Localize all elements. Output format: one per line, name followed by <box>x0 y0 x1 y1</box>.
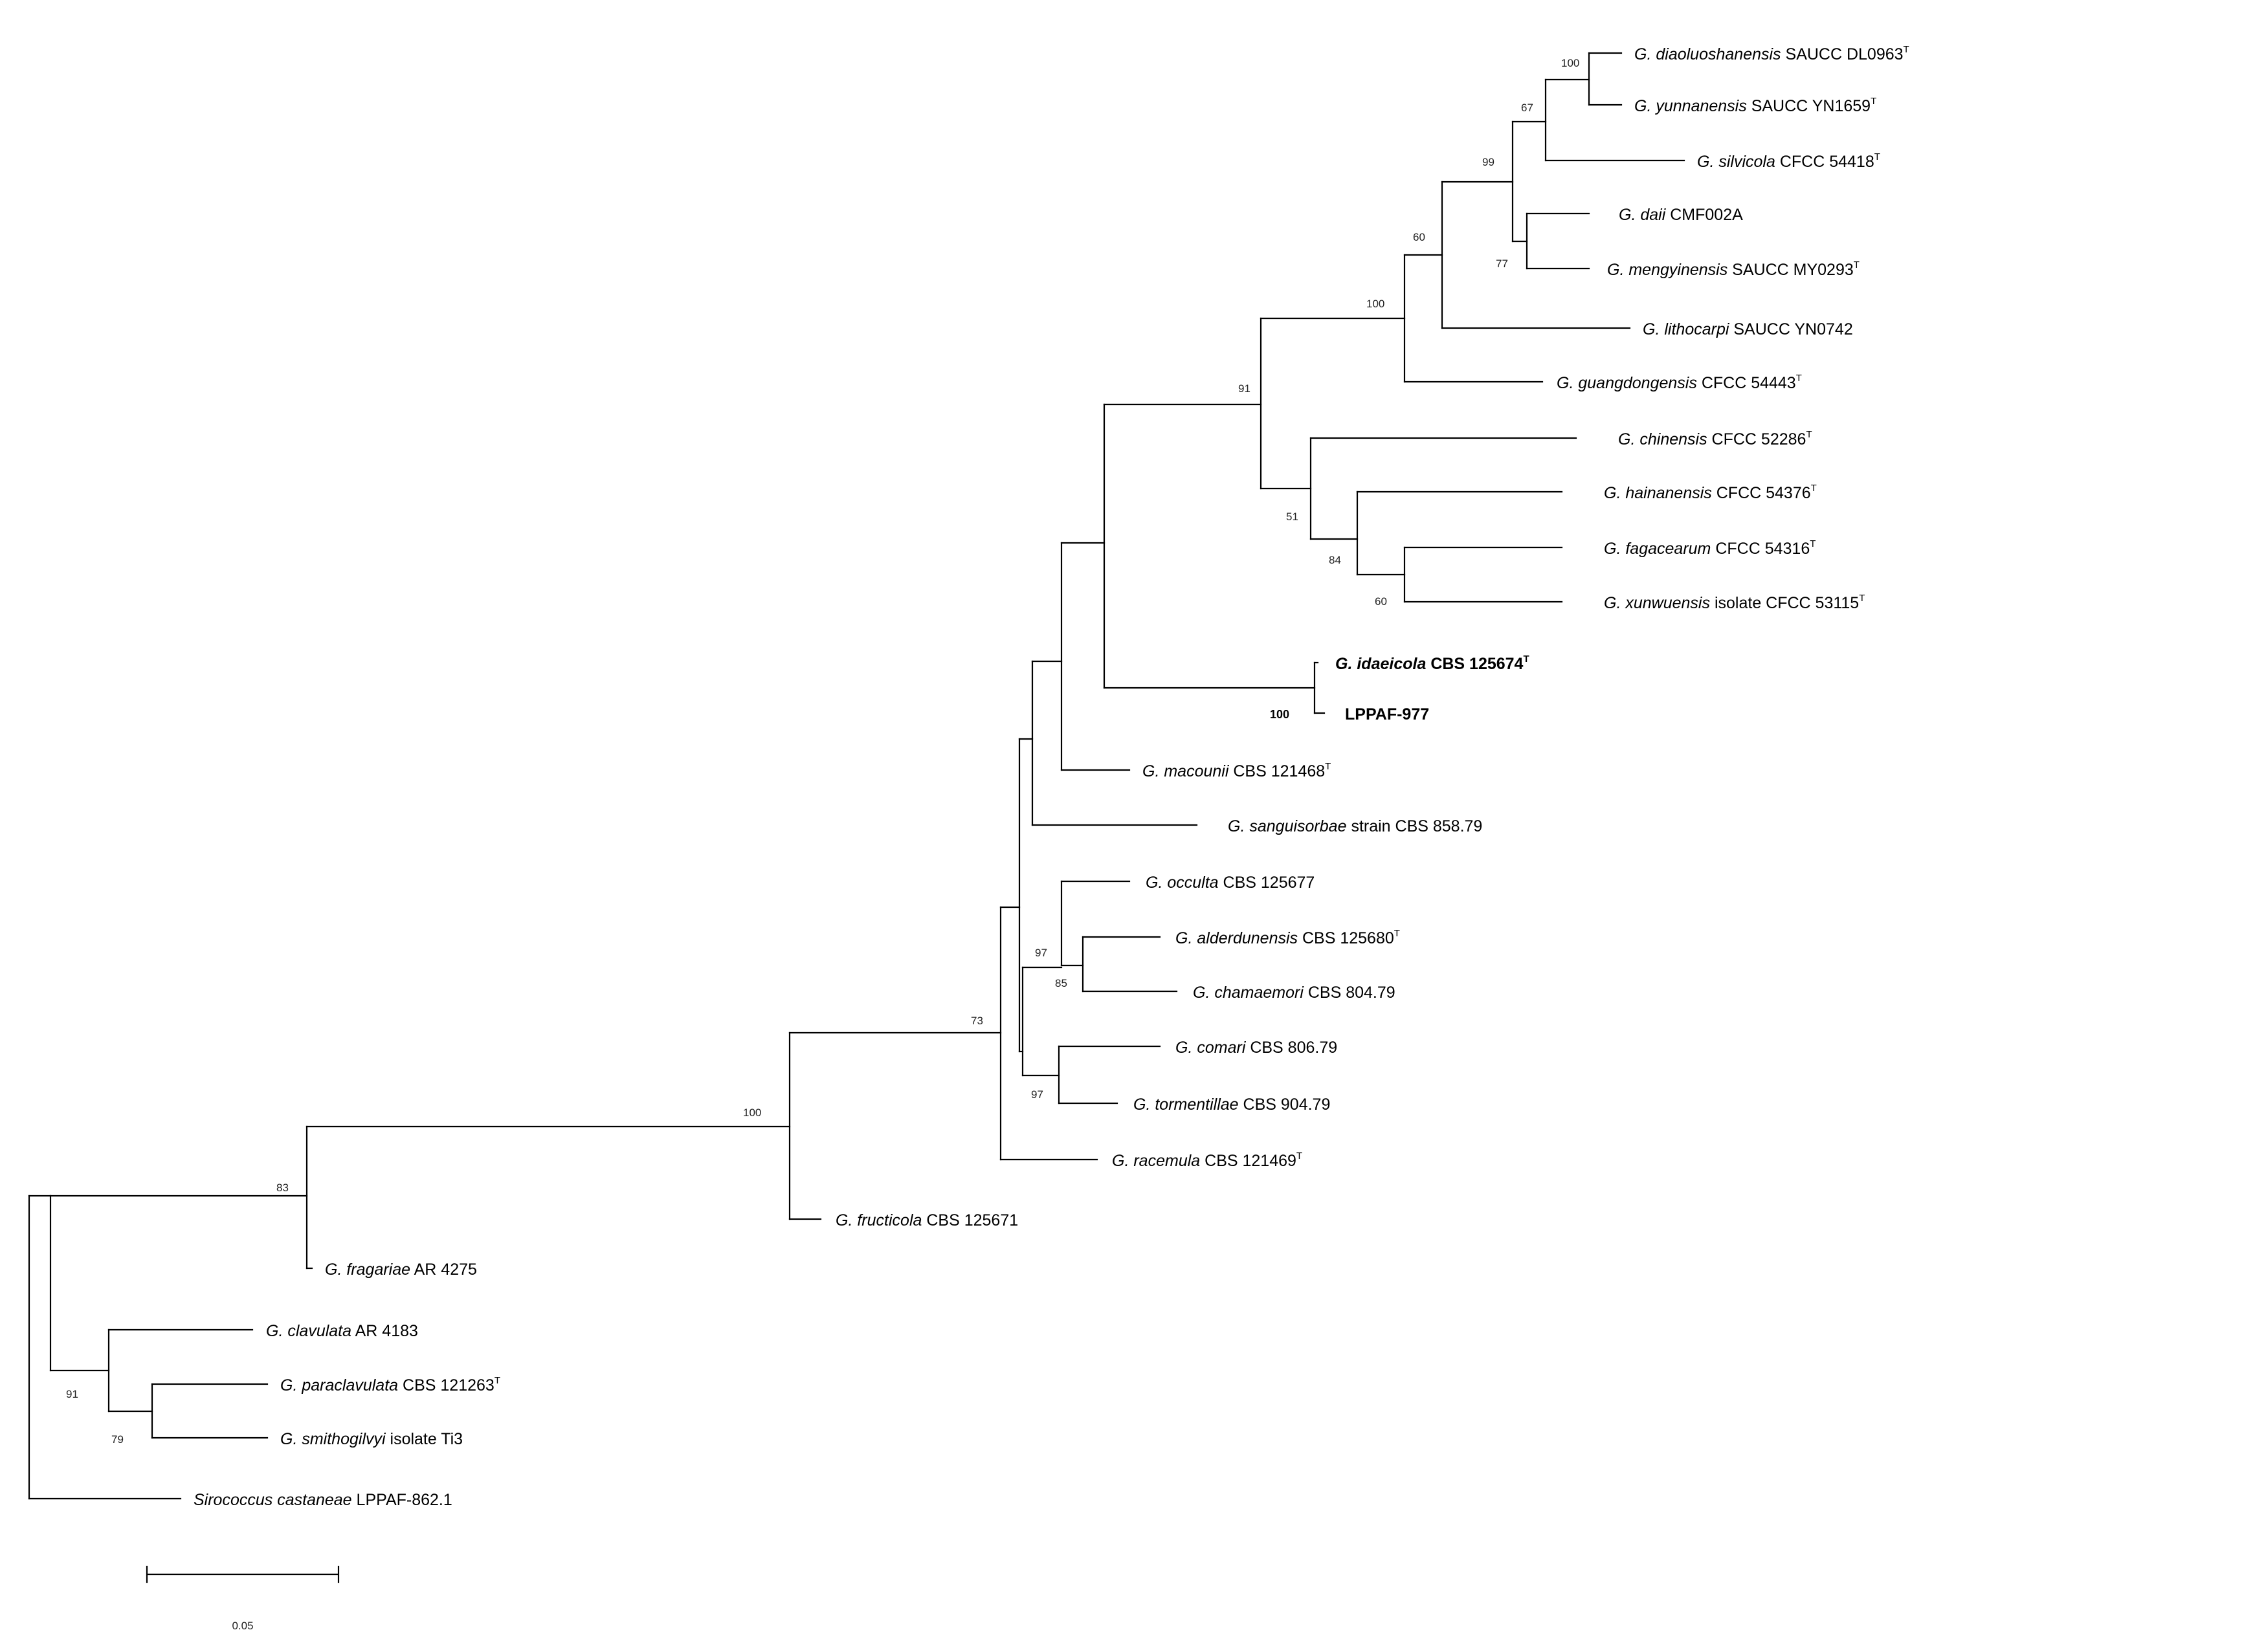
bootstrap-value: 79 <box>111 1433 124 1446</box>
taxon-label: G. sanguisorbae strain CBS 858.79 <box>1228 817 1482 835</box>
bootstrap-value: 100 <box>1561 57 1579 69</box>
taxon-label: G. macounii CBS 121468T <box>1142 761 1331 780</box>
taxon-label: G. diaoluoshanensis SAUCC DL0963T <box>1634 44 1909 63</box>
taxon-label: G. yunnanensis SAUCC YN1659T <box>1634 96 1876 115</box>
taxon-label: G. chamaemori CBS 804.79 <box>1193 984 1395 1002</box>
scale-bar-label: 0.05 <box>232 1620 253 1632</box>
bootstrap-value: 60 <box>1413 231 1425 243</box>
scale-bar-line <box>146 1565 340 1583</box>
taxon-label: G. alderdunensis CBS 125680T <box>1175 928 1400 947</box>
taxon-label-highlighted: LPPAF-977 <box>1345 705 1429 723</box>
bootstrap-value: 99 <box>1482 156 1494 168</box>
scale-bar: 0.05 <box>146 1565 340 1632</box>
bootstrap-value: 60 <box>1375 595 1387 608</box>
bootstrap-value: 73 <box>971 1015 983 1027</box>
taxon-label: G. hainanensis CFCC 54376T <box>1604 483 1817 502</box>
tree-branches <box>28 52 1685 1500</box>
taxon-label: G. racemula CBS 121469T <box>1112 1151 1302 1170</box>
bootstrap-value: 84 <box>1329 554 1341 566</box>
bootstrap-value: 100 <box>743 1107 761 1119</box>
taxon-label: G. mengyinensis SAUCC MY0293T <box>1607 259 1860 279</box>
taxon-label: G. chinensis CFCC 52286T <box>1618 429 1812 448</box>
taxon-label: G. comari CBS 806.79 <box>1175 1039 1337 1057</box>
bootstrap-value: 97 <box>1031 1088 1043 1101</box>
taxon-label-highlighted: G. idaeicola CBS 125674T <box>1335 654 1529 673</box>
bootstrap-value: 91 <box>1238 382 1250 395</box>
taxon-label: G. fagacearum CFCC 54316T <box>1604 538 1816 558</box>
taxon-label: G. guangdongensis CFCC 54443T <box>1557 373 1802 392</box>
taxon-label: G. tormentillae CBS 904.79 <box>1133 1096 1330 1114</box>
taxon-label: G. xunwuensis isolate CFCC 53115T <box>1604 593 1865 612</box>
bootstrap-values: 100 67 99 77 60 100 91 51 84 60 100 97 8… <box>66 57 1579 1446</box>
taxon-label: G. clavulata AR 4183 <box>266 1322 418 1340</box>
bootstrap-value: 97 <box>1035 947 1047 959</box>
taxon-label: G. paraclavulata CBS 121263T <box>280 1375 500 1394</box>
bootstrap-value: 91 <box>66 1388 78 1400</box>
bootstrap-value: 100 <box>1366 298 1384 310</box>
bootstrap-value: 51 <box>1286 511 1298 523</box>
taxon-label: G. daii CMF002A <box>1619 206 1743 224</box>
taxon-label: G. lithocarpi SAUCC YN0742 <box>1643 320 1853 338</box>
bootstrap-value: 85 <box>1055 977 1067 989</box>
taxon-label: G. occulta CBS 125677 <box>1146 874 1315 892</box>
taxon-label: G. smithogilvyi isolate Ti3 <box>280 1430 463 1448</box>
bootstrap-value: 77 <box>1496 258 1508 270</box>
taxon-label: G. silvicola CFCC 54418T <box>1697 151 1880 171</box>
bootstrap-value: 67 <box>1521 102 1533 114</box>
bootstrap-value: 83 <box>276 1182 289 1194</box>
taxon-label: Sirococcus castaneae LPPAF-862.1 <box>194 1491 452 1509</box>
leaf-labels: G. diaoluoshanensis SAUCC DL0963T G. yun… <box>194 44 1909 1509</box>
taxon-label: G. fragariae AR 4275 <box>325 1261 477 1279</box>
taxon-label: G. fructicola CBS 125671 <box>836 1211 1018 1229</box>
bootstrap-value: 100 <box>1270 708 1289 721</box>
